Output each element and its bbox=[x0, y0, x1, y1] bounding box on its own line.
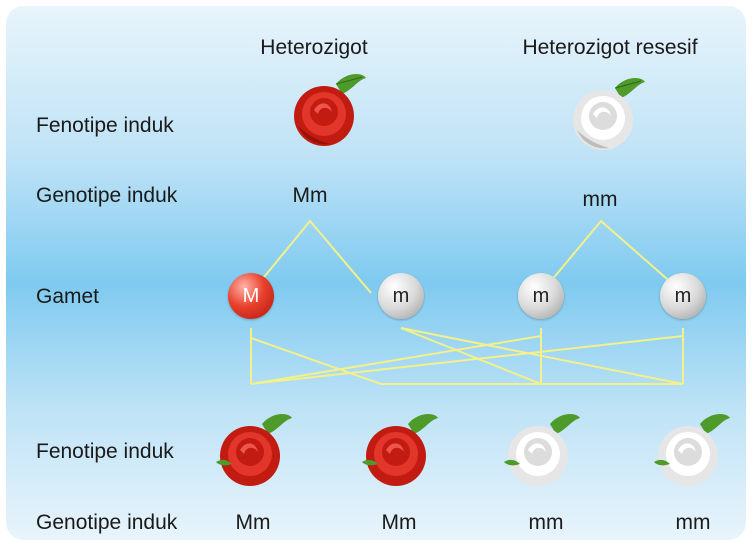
cross-line bbox=[250, 335, 542, 385]
offspring-3-genotype: mm bbox=[528, 511, 564, 534]
parent-left-label: Heterozigot bbox=[260, 36, 368, 59]
gamete-3: m bbox=[518, 273, 564, 319]
parent-left-genotype: Mm bbox=[292, 184, 328, 207]
offspring-3-white-rose-icon bbox=[504, 414, 580, 486]
cross-line bbox=[250, 337, 382, 385]
parent-left-cross-line bbox=[250, 219, 372, 294]
row-label-fenotipe-offspring: Fenotipe induk bbox=[36, 440, 174, 463]
offspring-1-genotype: Mm bbox=[235, 511, 271, 534]
parent-right-cross-line bbox=[540, 219, 684, 294]
offspring-2-red-rose-icon bbox=[362, 414, 438, 486]
offspring-2-genotype: Mm bbox=[381, 511, 417, 534]
red-rose-icon bbox=[294, 74, 366, 146]
gamete-4: m bbox=[660, 273, 706, 319]
offspring-4-genotype: mm bbox=[675, 511, 711, 534]
white-rose-icon bbox=[573, 78, 645, 150]
gamete-2: m bbox=[378, 273, 424, 319]
cross-line bbox=[250, 335, 684, 385]
parent-right-genotype: mm bbox=[582, 188, 618, 211]
gamete-1: M bbox=[228, 273, 274, 319]
offspring-1-red-rose-icon bbox=[216, 414, 292, 486]
cross-diagram-panel: Fenotipe induk Genotipe induk Gamet Feno… bbox=[6, 6, 746, 540]
parent-right-label: Heterozigot resesif bbox=[522, 36, 698, 59]
cross-line bbox=[400, 327, 542, 385]
row-label-gamet: Gamet bbox=[36, 285, 100, 308]
row-label-genotipe-parent: Genotipe induk bbox=[36, 184, 178, 207]
row-label-fenotipe-parent: Fenotipe induk bbox=[36, 114, 174, 137]
cross-lines bbox=[250, 219, 684, 385]
row-label-genotipe-offspring: Genotipe induk bbox=[36, 511, 178, 534]
offspring-4-white-rose-icon bbox=[654, 414, 730, 486]
